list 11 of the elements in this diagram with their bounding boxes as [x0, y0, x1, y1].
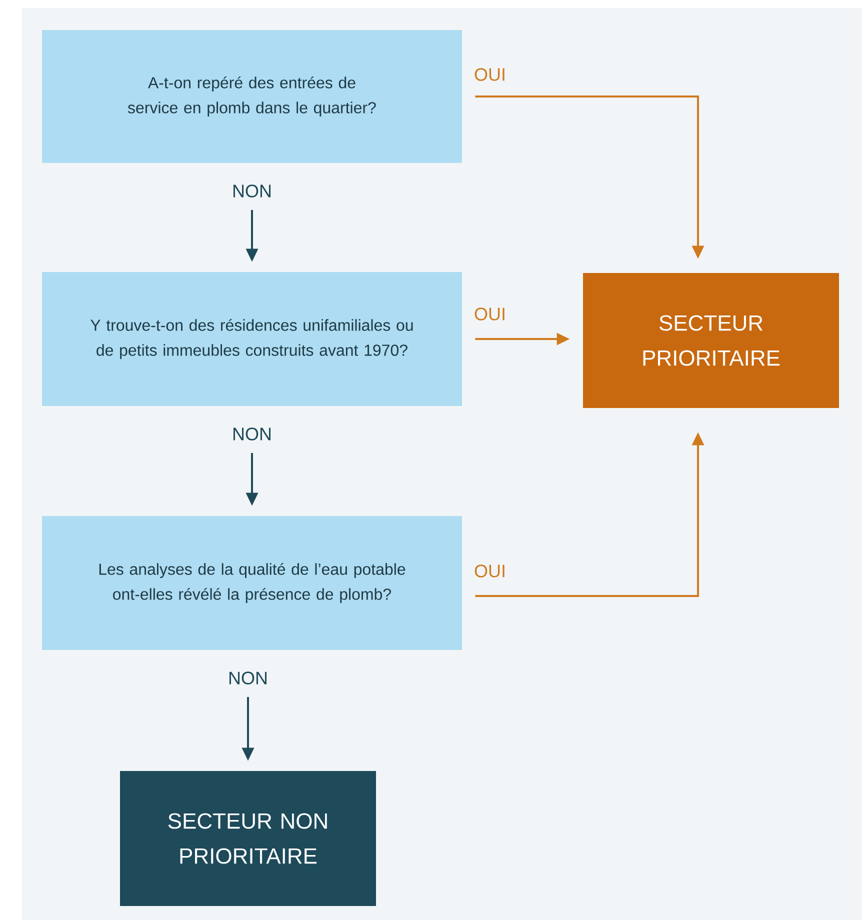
- question-box: Les analyses de la qualité de l’eau potable ont-elles révélé la présence de plomb?: [42, 516, 462, 650]
- edge-label: OUI: [474, 308, 504, 320]
- question-box: Y trouve-t-on des résidences unifamiliales ou de petits immeubles construits avant 1970?: [42, 272, 462, 406]
- edge-label: OUI: [474, 68, 504, 81]
- result-box: SECTEUR NON PRIORITAIRE: [120, 771, 376, 906]
- question-box: A-t-on repéré des entrées de service en plomb dans le quartier?: [42, 30, 462, 163]
- edge-label: NON: [233, 428, 271, 440]
- edge-label: OUI: [474, 564, 504, 578]
- result-box: SECTEUR PRIORITAIRE: [583, 273, 839, 408]
- edge-label: NON: [233, 184, 271, 198]
- edge-label: NON: [229, 672, 267, 684]
